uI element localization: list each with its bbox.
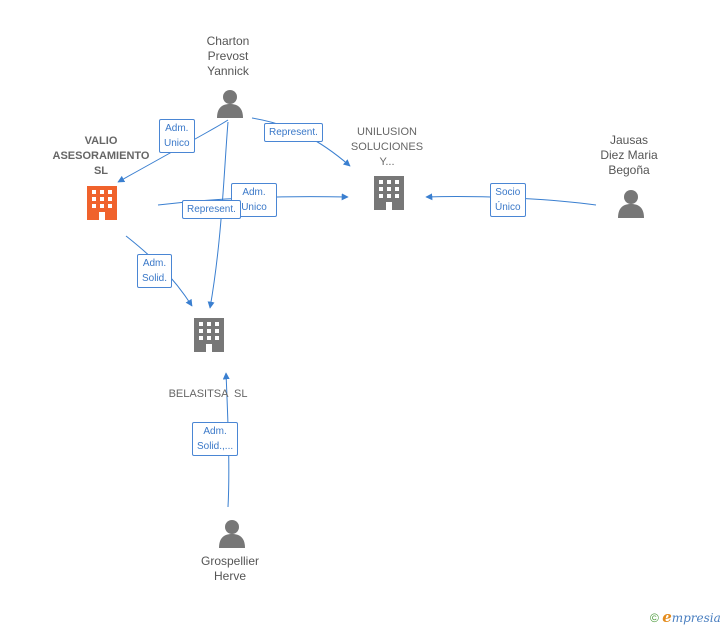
node-label-line: Begoña [608, 163, 650, 177]
node-label-line: UNILUSION [357, 126, 417, 138]
node-belasitsa[interactable]: BELASITSA SL [152, 357, 264, 417]
edge-label-line: Unico [241, 202, 267, 213]
edge-label-line: Represent. [187, 204, 236, 215]
edge-label-line: Único [495, 202, 521, 213]
edge-label-jausas-unilusion[interactable]: Socio Único [490, 183, 526, 217]
node-charton[interactable]: Charton Prevost Yannick [188, 34, 268, 79]
node-label-line: VALIO [84, 135, 118, 147]
edge-label-grospellier-belasitsa[interactable]: Adm. Solid.,... [192, 422, 239, 456]
node-unilusion[interactable]: UNILUSION SOLUCIONES Y... [340, 125, 434, 170]
edge-label-charton-unilusion[interactable]: Represent. [264, 123, 323, 142]
edge-label-line: Adm. [203, 426, 227, 437]
node-label-line: Jausas [609, 133, 649, 147]
edge-label-charton-valio[interactable]: Adm. Unico [159, 119, 195, 153]
edge-label-line: Socio [495, 187, 521, 198]
node-jausas[interactable]: Jausas Diez Maria Begoña [589, 133, 669, 178]
person-icon [219, 520, 245, 548]
node-label-line: Yannick [207, 64, 249, 78]
node-label-line: Herve [213, 569, 246, 583]
node-label-line: Grospellier [200, 554, 260, 568]
edge-label-line: Adm. [142, 258, 167, 269]
edge-label-line: Solid. [142, 273, 168, 284]
node-grospellier[interactable]: Grospellier Herve [190, 554, 270, 584]
brand-name: mpresia [671, 611, 721, 625]
footer-brand[interactable]: © empresia [650, 608, 721, 626]
building-icon [194, 318, 224, 352]
person-icon [217, 90, 243, 118]
edge-label-line: Solid.,... [197, 441, 234, 452]
edge-label-charton-belasitsa[interactable]: Represent. [182, 200, 241, 219]
building-icon [87, 186, 117, 220]
node-label-line: Prevost [207, 49, 249, 63]
node-label-line: BELASITSA SL [168, 388, 248, 400]
node-label-line: SOLUCIONES [350, 141, 424, 153]
copyright-icon: © [650, 611, 659, 625]
edge-label-line: Represent. [269, 127, 318, 138]
edge-label-valio-belasitsa[interactable]: Adm. Solid. [137, 254, 173, 288]
edges [117, 117, 597, 508]
edge-label-line: Unico [164, 138, 190, 149]
edge-charton-valio [117, 119, 229, 183]
building-icon [374, 176, 404, 210]
node-label-line: Y... [379, 156, 395, 168]
node-label-line: Diez Maria [600, 148, 658, 162]
edge-label-line: Adm. [165, 123, 189, 134]
edge-label-line: Adm. [242, 187, 266, 198]
node-label-line: SL [93, 165, 109, 177]
node-label-line: Charton [206, 34, 250, 48]
brand-initial: e [662, 608, 672, 626]
person-icon [618, 190, 644, 218]
node-valio[interactable]: VALIO ASESORAMIENTO SL [40, 134, 162, 179]
node-label-line: ASESORAMIENTO [52, 150, 150, 162]
brand-logo: empresia [662, 608, 721, 626]
